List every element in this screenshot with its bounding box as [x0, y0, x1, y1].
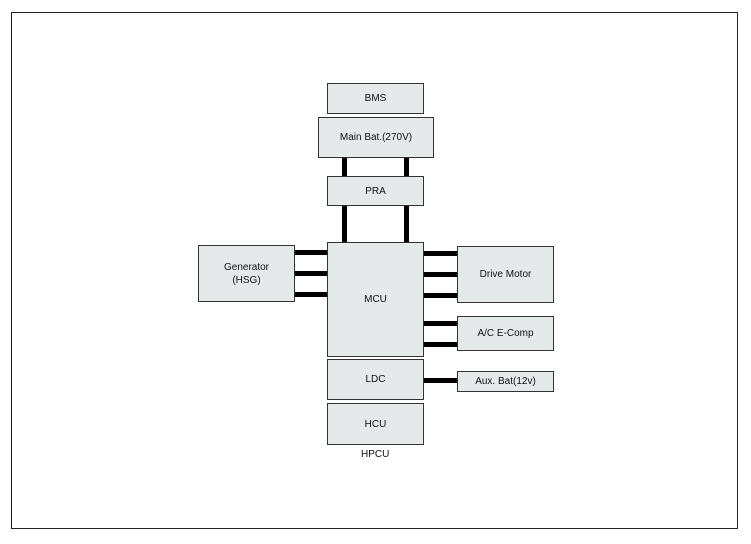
generator-label-line2: (HSG) — [232, 274, 261, 286]
aux-battery-label: Aux. Bat(12v) — [475, 376, 536, 387]
drive-motor-label: Drive Motor — [479, 269, 532, 280]
connector-mcu-accomp-2 — [424, 342, 457, 347]
connector-generator-mcu-3 — [295, 292, 328, 297]
connector-pra-mcu-left — [342, 206, 347, 242]
connector-generator-mcu-2 — [295, 271, 328, 276]
mcu-box: MCU — [327, 242, 424, 357]
connector-ldc-auxbat — [424, 378, 457, 383]
ac-ecomp-box: A/C E-Comp — [457, 316, 554, 351]
ac-ecomp-label: A/C E-Comp — [477, 328, 534, 339]
bms-box: BMS — [327, 83, 424, 114]
ldc-box: LDC — [327, 359, 424, 400]
connector-mcu-drivemotor-3 — [424, 293, 457, 298]
hpcu-label: HPCU — [361, 449, 390, 460]
connector-pra-mcu-right — [404, 206, 409, 242]
connector-generator-mcu-1 — [295, 250, 328, 255]
pra-label: PRA — [365, 185, 386, 197]
pra-box: PRA — [327, 176, 424, 206]
connector-mcu-drivemotor-2 — [424, 272, 457, 277]
connector-mcu-drivemotor-1 — [424, 251, 457, 256]
connector-mcu-accomp-1 — [424, 321, 457, 326]
bms-label: BMS — [364, 93, 387, 104]
drive-motor-box: Drive Motor — [457, 246, 554, 303]
ldc-label: LDC — [365, 374, 386, 385]
connector-mainbat-pra-right — [404, 158, 409, 176]
hcu-label: HCU — [364, 418, 387, 430]
generator-box: Generator (HSG) — [198, 245, 295, 302]
hcu-box: HCU — [327, 403, 424, 445]
connector-mainbat-pra-left — [342, 158, 347, 176]
mcu-label: MCU — [364, 294, 387, 305]
main-battery-label: Main Bat.(270V) — [339, 132, 413, 143]
generator-label-line1: Generator — [223, 261, 270, 273]
main-battery-box: Main Bat.(270V) — [318, 117, 434, 158]
diagram-frame — [11, 12, 738, 529]
aux-battery-box: Aux. Bat(12v) — [457, 371, 554, 392]
